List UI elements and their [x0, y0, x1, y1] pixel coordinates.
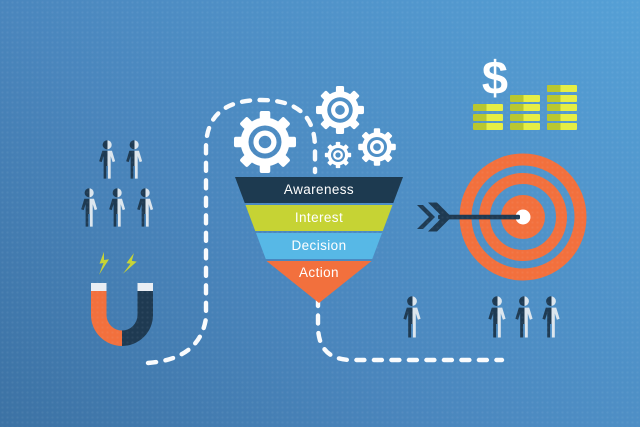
journey-dashed-path-right [315, 295, 505, 363]
funnel-stage-awareness: Awareness [235, 177, 403, 203]
coin-icon [473, 113, 503, 121]
arrow-icon [417, 202, 520, 232]
gear-icon [358, 128, 396, 166]
coin-stack-icon [547, 85, 577, 130]
funnel-stage-label: Decision [291, 238, 347, 254]
coin-icon [547, 123, 577, 130]
gear-icon [234, 111, 296, 173]
coin-icon [473, 104, 503, 111]
funnel-stage-label: Action [299, 265, 339, 280]
coin-icon [547, 85, 577, 92]
coin-icon [510, 113, 540, 121]
funnel-stage-interest: Interest [235, 205, 403, 231]
person-icon [109, 188, 126, 227]
coin-icon [510, 123, 540, 130]
person-icon [81, 188, 98, 227]
magnet-icon [91, 283, 153, 346]
journey-dashed-path-left [145, 97, 318, 366]
coin-icon [547, 113, 577, 121]
coin-stack-icon [510, 85, 540, 130]
coin-icon [547, 94, 577, 102]
person-icon [403, 296, 421, 338]
dollar-icon: $ [481, 51, 509, 104]
coin-icon [510, 94, 540, 102]
person-icon [515, 296, 533, 338]
coin-stack-icon [473, 85, 503, 130]
funnel-stage-label: Awareness [283, 182, 355, 198]
coin-icon [547, 104, 577, 111]
lightning-icon [122, 252, 138, 276]
gear-icon [316, 86, 364, 134]
coin-icon [510, 104, 540, 111]
funnel-stage-label: Interest [294, 210, 344, 226]
lightning-icon [96, 251, 111, 275]
coin-icon [473, 123, 503, 130]
person-icon [542, 296, 560, 338]
person-icon [488, 296, 506, 338]
person-icon [126, 140, 143, 179]
person-icon [137, 188, 154, 227]
gear-icon [325, 142, 351, 168]
person-icon [99, 140, 116, 179]
